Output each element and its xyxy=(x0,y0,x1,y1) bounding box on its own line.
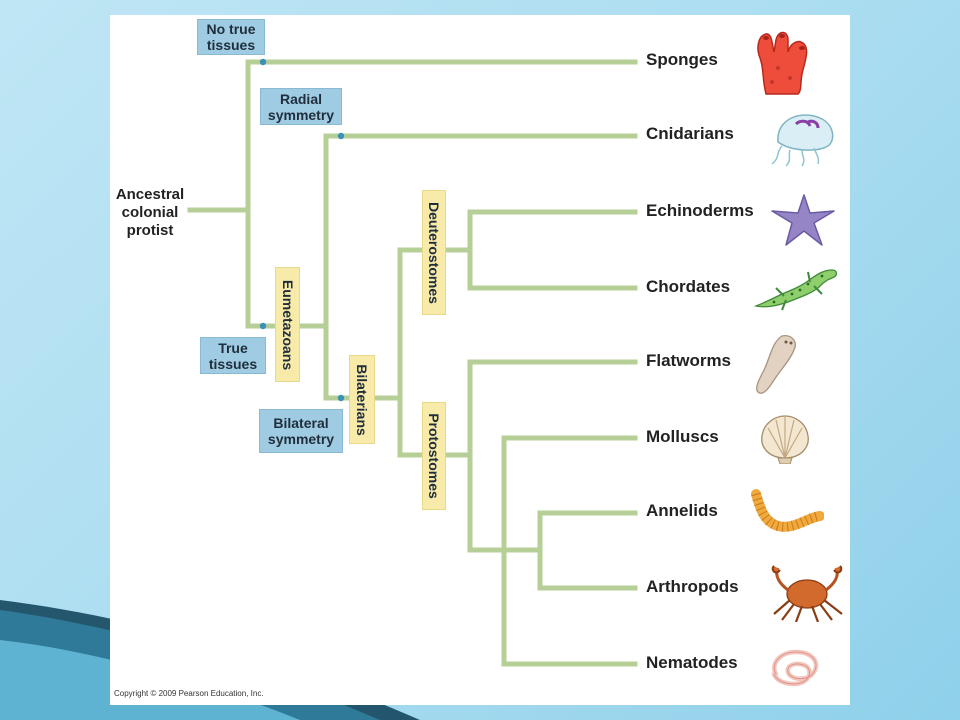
box-line: True xyxy=(218,339,248,356)
deuterostomes-label: Deuterostomes xyxy=(422,190,446,315)
protostomes-label: Protostomes xyxy=(422,402,446,510)
copyright-notice: Copyright © 2009 Pearson Education, Inc. xyxy=(114,689,264,698)
taxon-nematodes: Nematodes xyxy=(646,653,738,672)
eumetazoans-label: Eumetazoans xyxy=(275,267,300,382)
gecko-icon xyxy=(753,269,838,311)
taxon-echinoderms: Echinoderms xyxy=(646,201,754,220)
deuterostomes-text: Deuterostomes xyxy=(426,201,442,304)
bilaterians-text: Bilaterians xyxy=(354,363,370,436)
taxon-flatworms: Flatworms xyxy=(646,351,732,370)
jellyfish-icon xyxy=(771,114,834,167)
node-dot-true-tissues xyxy=(259,322,267,330)
segmented-worm-icon xyxy=(751,489,824,532)
node-dot-no-true-tissues xyxy=(259,58,267,66)
node-dot-bilateral-symmetry xyxy=(337,394,345,402)
taxon-sponges: Sponges xyxy=(646,50,718,69)
box-line: Radial xyxy=(279,90,322,107)
box-line: No true xyxy=(206,21,256,37)
box-line: tissues xyxy=(206,37,256,53)
starfish-icon xyxy=(771,194,835,246)
protostomes-text: Protostomes xyxy=(426,413,442,499)
box-line: symmetry xyxy=(267,106,335,123)
roundworm-icon xyxy=(771,649,819,687)
root-label-line-1: Ancestral xyxy=(115,186,185,203)
bilaterians-label: Bilaterians xyxy=(349,355,375,444)
root-label: Ancestral colonial protist xyxy=(110,186,190,240)
box-line: symmetry xyxy=(267,431,335,447)
root-label-line-2: colonial xyxy=(121,204,179,221)
crab-icon xyxy=(771,565,843,622)
taxon-arthropods: Arthropods xyxy=(646,577,739,596)
taxon-molluscs: Molluscs xyxy=(646,427,719,446)
box-line: tissues xyxy=(208,355,258,372)
sponge-icon xyxy=(757,31,808,95)
taxon-chordates: Chordates xyxy=(646,277,731,296)
eumetazoans-text: Eumetazoans xyxy=(279,279,296,370)
box-line: Bilateral xyxy=(273,415,329,431)
node-dot-radial-symmetry xyxy=(337,132,345,140)
scallop-shell-icon xyxy=(761,415,809,464)
root-label-line-3: protist xyxy=(126,222,174,239)
taxon-cnidarians: Cnidarians xyxy=(646,124,734,143)
flatworm-icon xyxy=(756,335,796,394)
taxon-annelids: Annelids xyxy=(646,501,718,520)
